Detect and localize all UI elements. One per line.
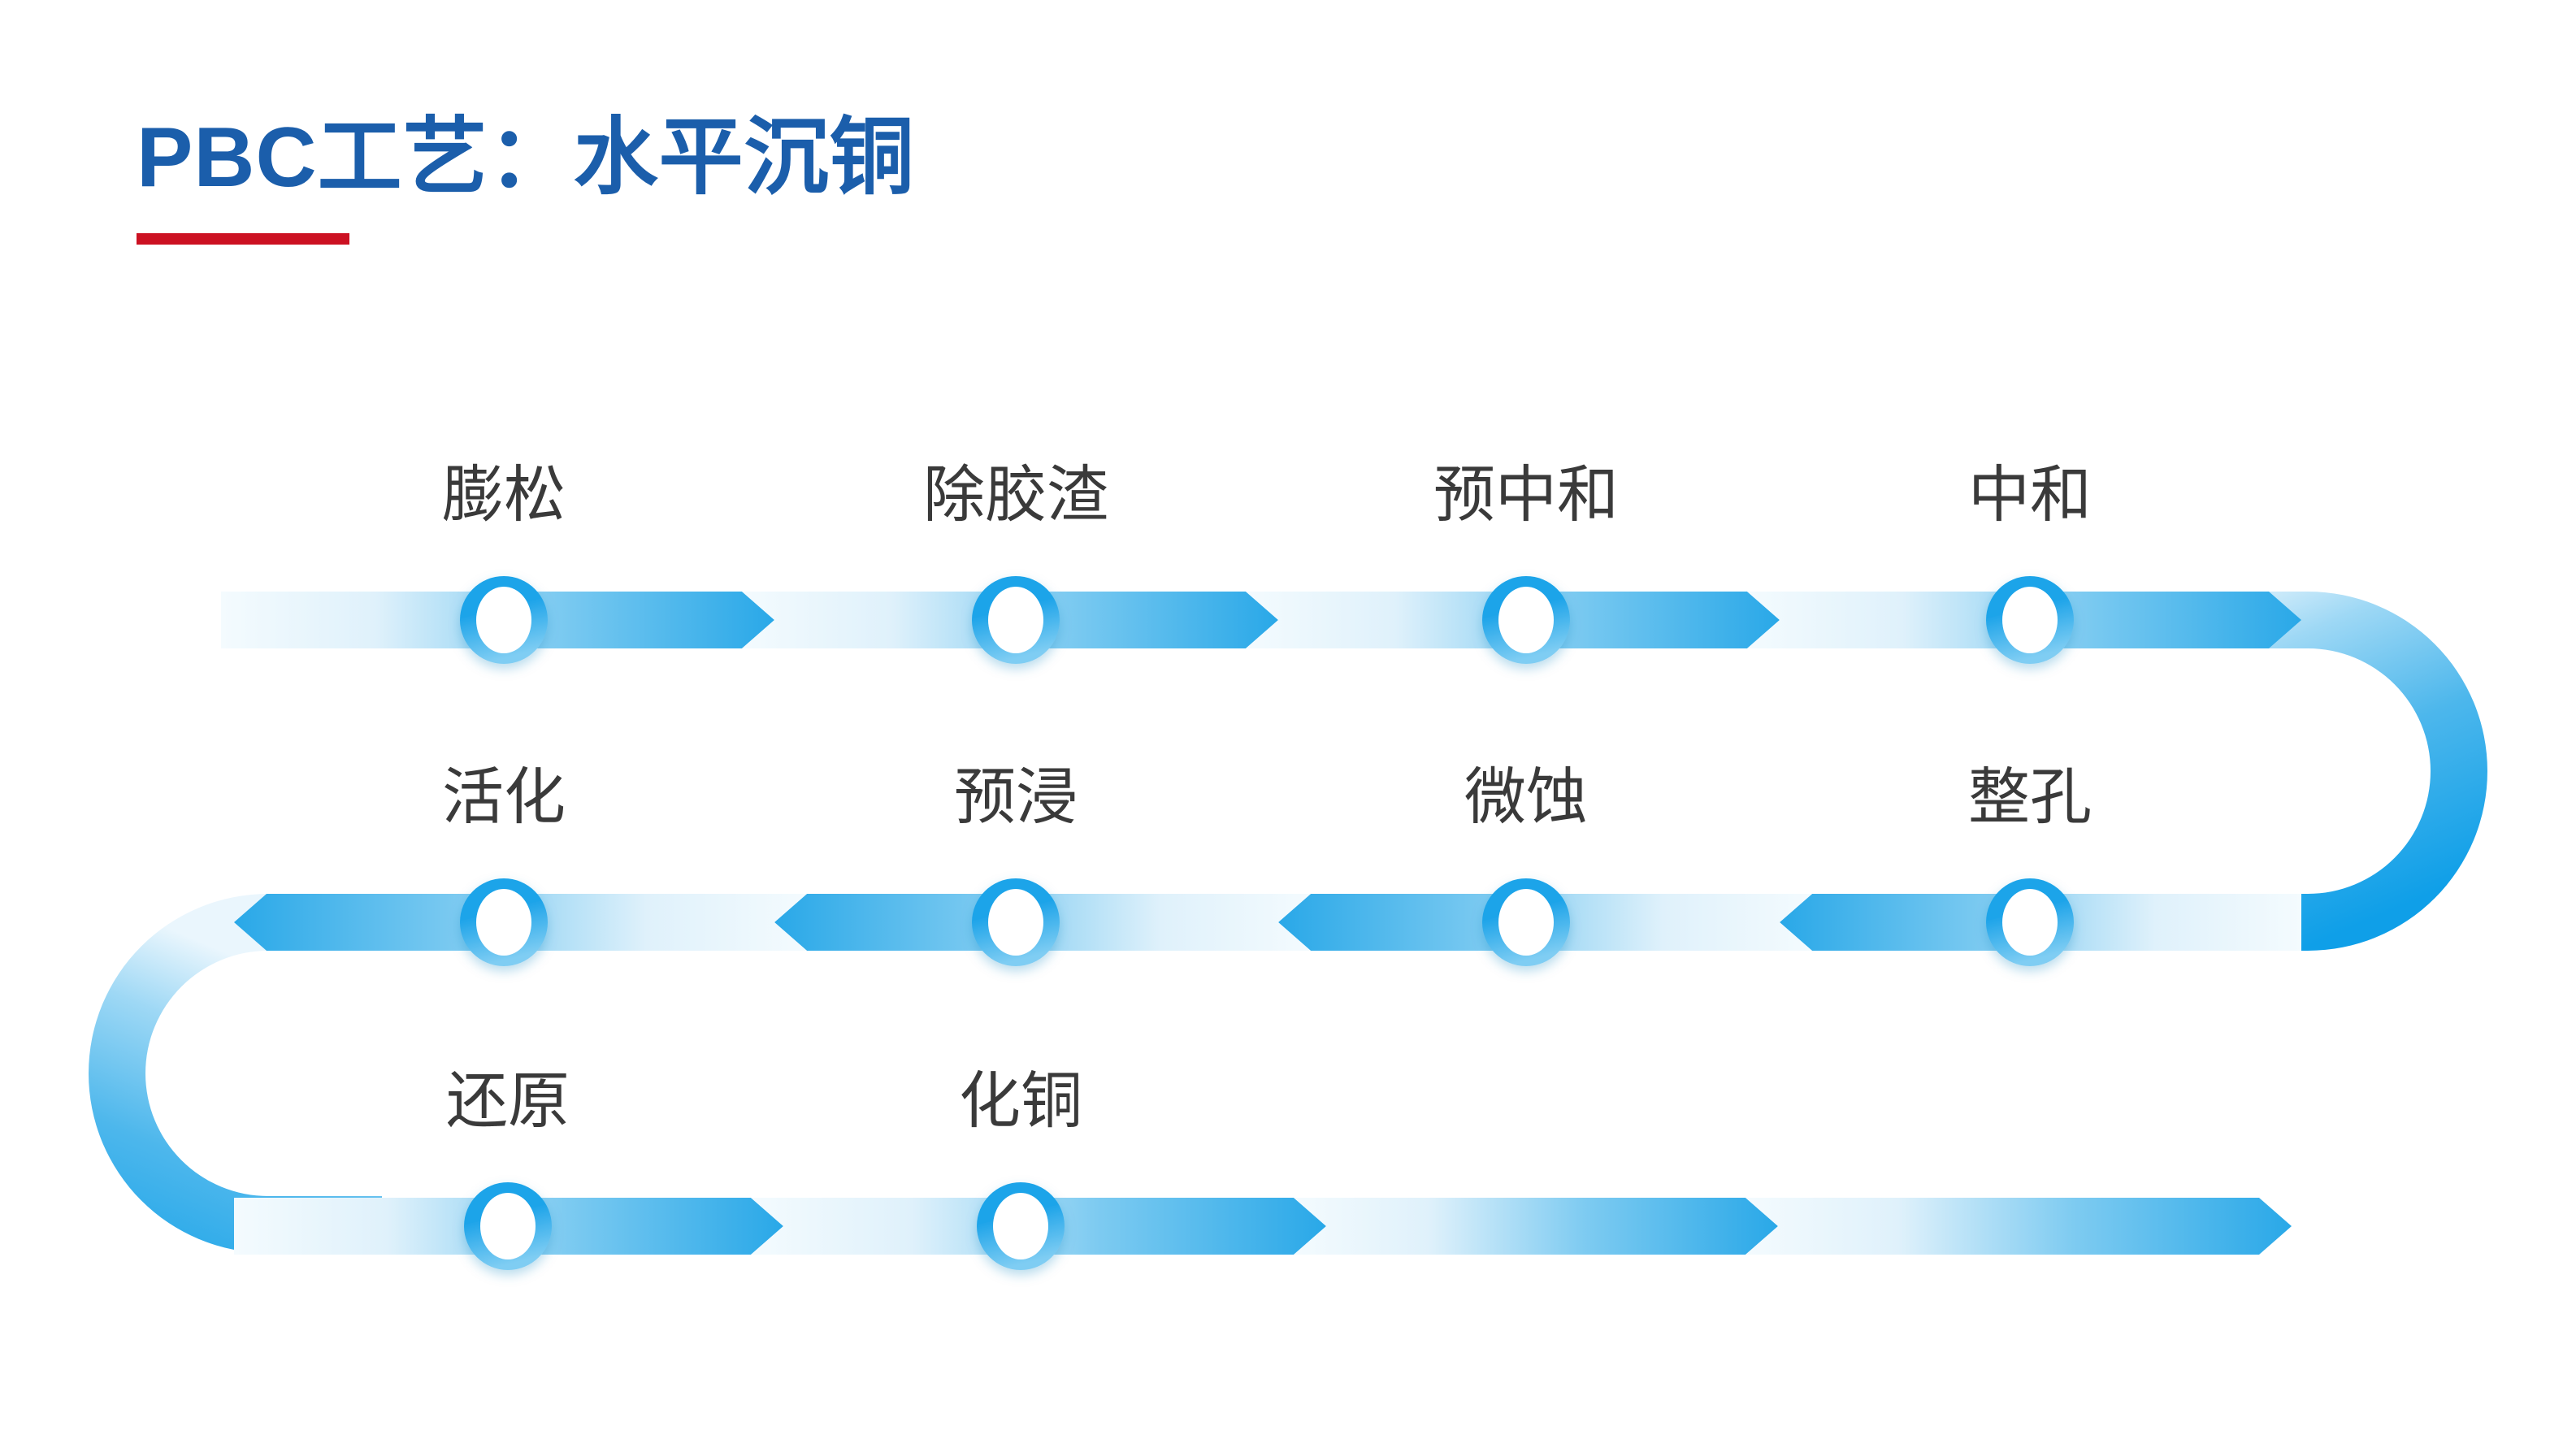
step-label-huohua: 活化 bbox=[442, 763, 566, 832]
step-label-chujiaozha: 除胶渣 bbox=[923, 461, 1108, 530]
step-label-huanyuan: 还原 bbox=[446, 1067, 570, 1136]
connector-left-u-turn bbox=[89, 894, 382, 1253]
title-block: PBC工艺：水平沉铜 bbox=[137, 111, 1437, 245]
step-label-pengsong: 膨松 bbox=[442, 461, 566, 530]
connector-right-u-turn bbox=[2194, 592, 2487, 951]
step-node-pengsong[interactable] bbox=[460, 576, 548, 664]
step-label-weishi: 微蚀 bbox=[1464, 763, 1588, 832]
page-title: PBC工艺：水平沉铜 bbox=[137, 111, 915, 205]
step-node-yuzhonghe[interactable] bbox=[1482, 576, 1570, 664]
step-node-huanyuan[interactable] bbox=[464, 1182, 552, 1270]
step-label-yuzhonghe: 预中和 bbox=[1433, 461, 1619, 530]
step-node-yujin[interactable] bbox=[972, 878, 1060, 966]
step-node-zhonghe[interactable] bbox=[1986, 576, 2074, 664]
step-node-zhengkong[interactable] bbox=[1986, 878, 2074, 966]
step-label-huatong: 化铜 bbox=[959, 1067, 1082, 1136]
step-node-weishi[interactable] bbox=[1482, 878, 1570, 966]
step-node-chujiaozha[interactable] bbox=[972, 576, 1060, 664]
title-underline-rule bbox=[137, 233, 349, 245]
flow-node-rings bbox=[460, 576, 2074, 1270]
step-label-zhengkong: 整孔 bbox=[1968, 763, 2092, 832]
step-label-zhonghe: 中和 bbox=[1968, 461, 2092, 530]
step-node-huatong[interactable] bbox=[977, 1182, 1065, 1270]
arrow-segment-row3-3 bbox=[1294, 1198, 1778, 1255]
step-node-huohua[interactable] bbox=[460, 878, 548, 966]
step-label-yujin: 预浸 bbox=[954, 763, 1078, 832]
arrow-segment-row3-4 bbox=[1746, 1198, 2292, 1255]
